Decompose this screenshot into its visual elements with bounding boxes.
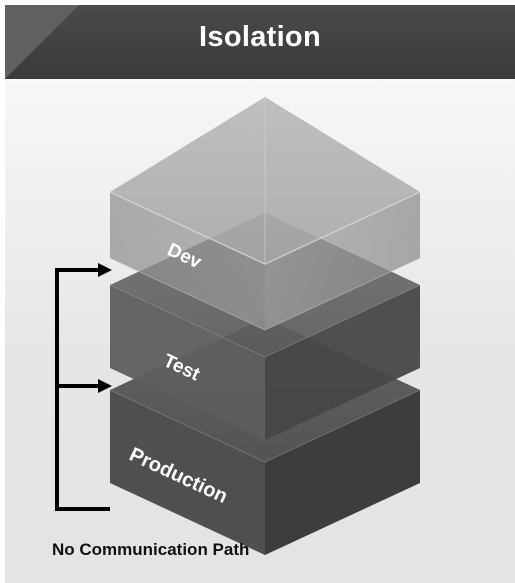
communication-bracket	[55, 263, 112, 511]
dev-layer-right-face	[265, 192, 420, 330]
arrow-to-test-icon	[98, 379, 112, 393]
test-layer-right-face	[265, 285, 420, 440]
no-communication-caption: No Communication Path	[52, 540, 250, 559]
production-layer-left-face	[110, 390, 265, 555]
title-corner-decoration	[5, 5, 79, 79]
dev-layer	[109, 97, 421, 331]
production-layer-right-face	[265, 390, 420, 555]
test-layer-left-face	[110, 285, 265, 440]
title-bar: Isolation	[5, 5, 515, 79]
arrow-to-dev-icon	[98, 263, 112, 277]
dev-layer-left-face	[110, 192, 265, 330]
slide-title: Isolation	[199, 21, 321, 53]
